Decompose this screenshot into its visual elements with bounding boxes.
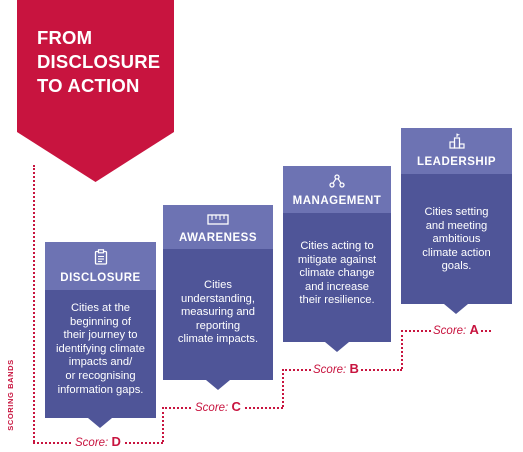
stage-disclosure: DISCLOSURE Cities at the beginning of th…: [45, 242, 156, 418]
score-grade: C: [231, 399, 241, 414]
score-c: Score: C: [193, 399, 243, 414]
stage-pointer: [206, 380, 230, 390]
score-grade: D: [111, 434, 121, 449]
score-prefix: Score:: [75, 437, 109, 449]
stage-description: Cities understanding, measuring and repo…: [177, 279, 259, 346]
dotted-connector: [401, 330, 403, 369]
stage-label: DISCLOSURE: [60, 272, 141, 284]
score-b: Score: B: [311, 361, 361, 376]
stage-description: Cities at the beginning of their journey…: [56, 302, 145, 396]
stage-description: Cities acting to mitigate against climat…: [297, 240, 377, 307]
stage-label: LEADERSHIP: [416, 156, 497, 168]
stage-header: LEADERSHIP: [401, 128, 512, 174]
stage-pointer: [325, 342, 349, 352]
stage-header: AWARENESS: [163, 205, 273, 249]
stage-pointer: [88, 418, 112, 428]
stage-label: MANAGEMENT: [292, 195, 382, 207]
banner-title: FROM DISCLOSURE TO ACTION: [37, 27, 161, 96]
score-d: Score: D: [73, 434, 123, 449]
stage-header: DISCLOSURE: [45, 242, 156, 290]
score-grade: B: [349, 361, 359, 376]
score-prefix: Score:: [433, 325, 467, 337]
score-prefix: Score:: [313, 364, 347, 376]
score-a: Score: A: [431, 322, 481, 337]
clipboard-icon: [94, 249, 108, 270]
network-icon: [329, 174, 345, 193]
dotted-connector: [33, 165, 35, 442]
score-grade: A: [469, 322, 479, 337]
stage-awareness: AWARENESS Cities understanding, measurin…: [163, 205, 273, 380]
stage-leadership: LEADERSHIP Cities setting and meeting am…: [401, 128, 512, 304]
scoring-bands-label: SCORING BANDS: [6, 359, 15, 431]
stage-management: MANAGEMENT Cities acting to mitigate aga…: [283, 166, 391, 342]
stage-description: Cities setting and meeting ambitious cli…: [422, 206, 491, 273]
stage-body: Cities setting and meeting ambitious cli…: [401, 174, 512, 304]
stage-body: Cities at the beginning of their journey…: [45, 290, 156, 418]
score-prefix: Score:: [195, 402, 229, 414]
stage-body: Cities understanding, measuring and repo…: [163, 249, 273, 380]
podium-icon: [448, 133, 465, 154]
stage-label: AWARENESS: [179, 232, 257, 244]
ruler-icon: [207, 212, 229, 230]
dotted-connector: [282, 369, 284, 407]
stage-body: Cities acting to mitigate against climat…: [283, 213, 391, 342]
title-banner: FROM DISCLOSURE TO ACTION: [17, 0, 174, 182]
dotted-connector: [162, 407, 164, 442]
stage-header: MANAGEMENT: [283, 166, 391, 213]
stage-pointer: [444, 304, 468, 314]
